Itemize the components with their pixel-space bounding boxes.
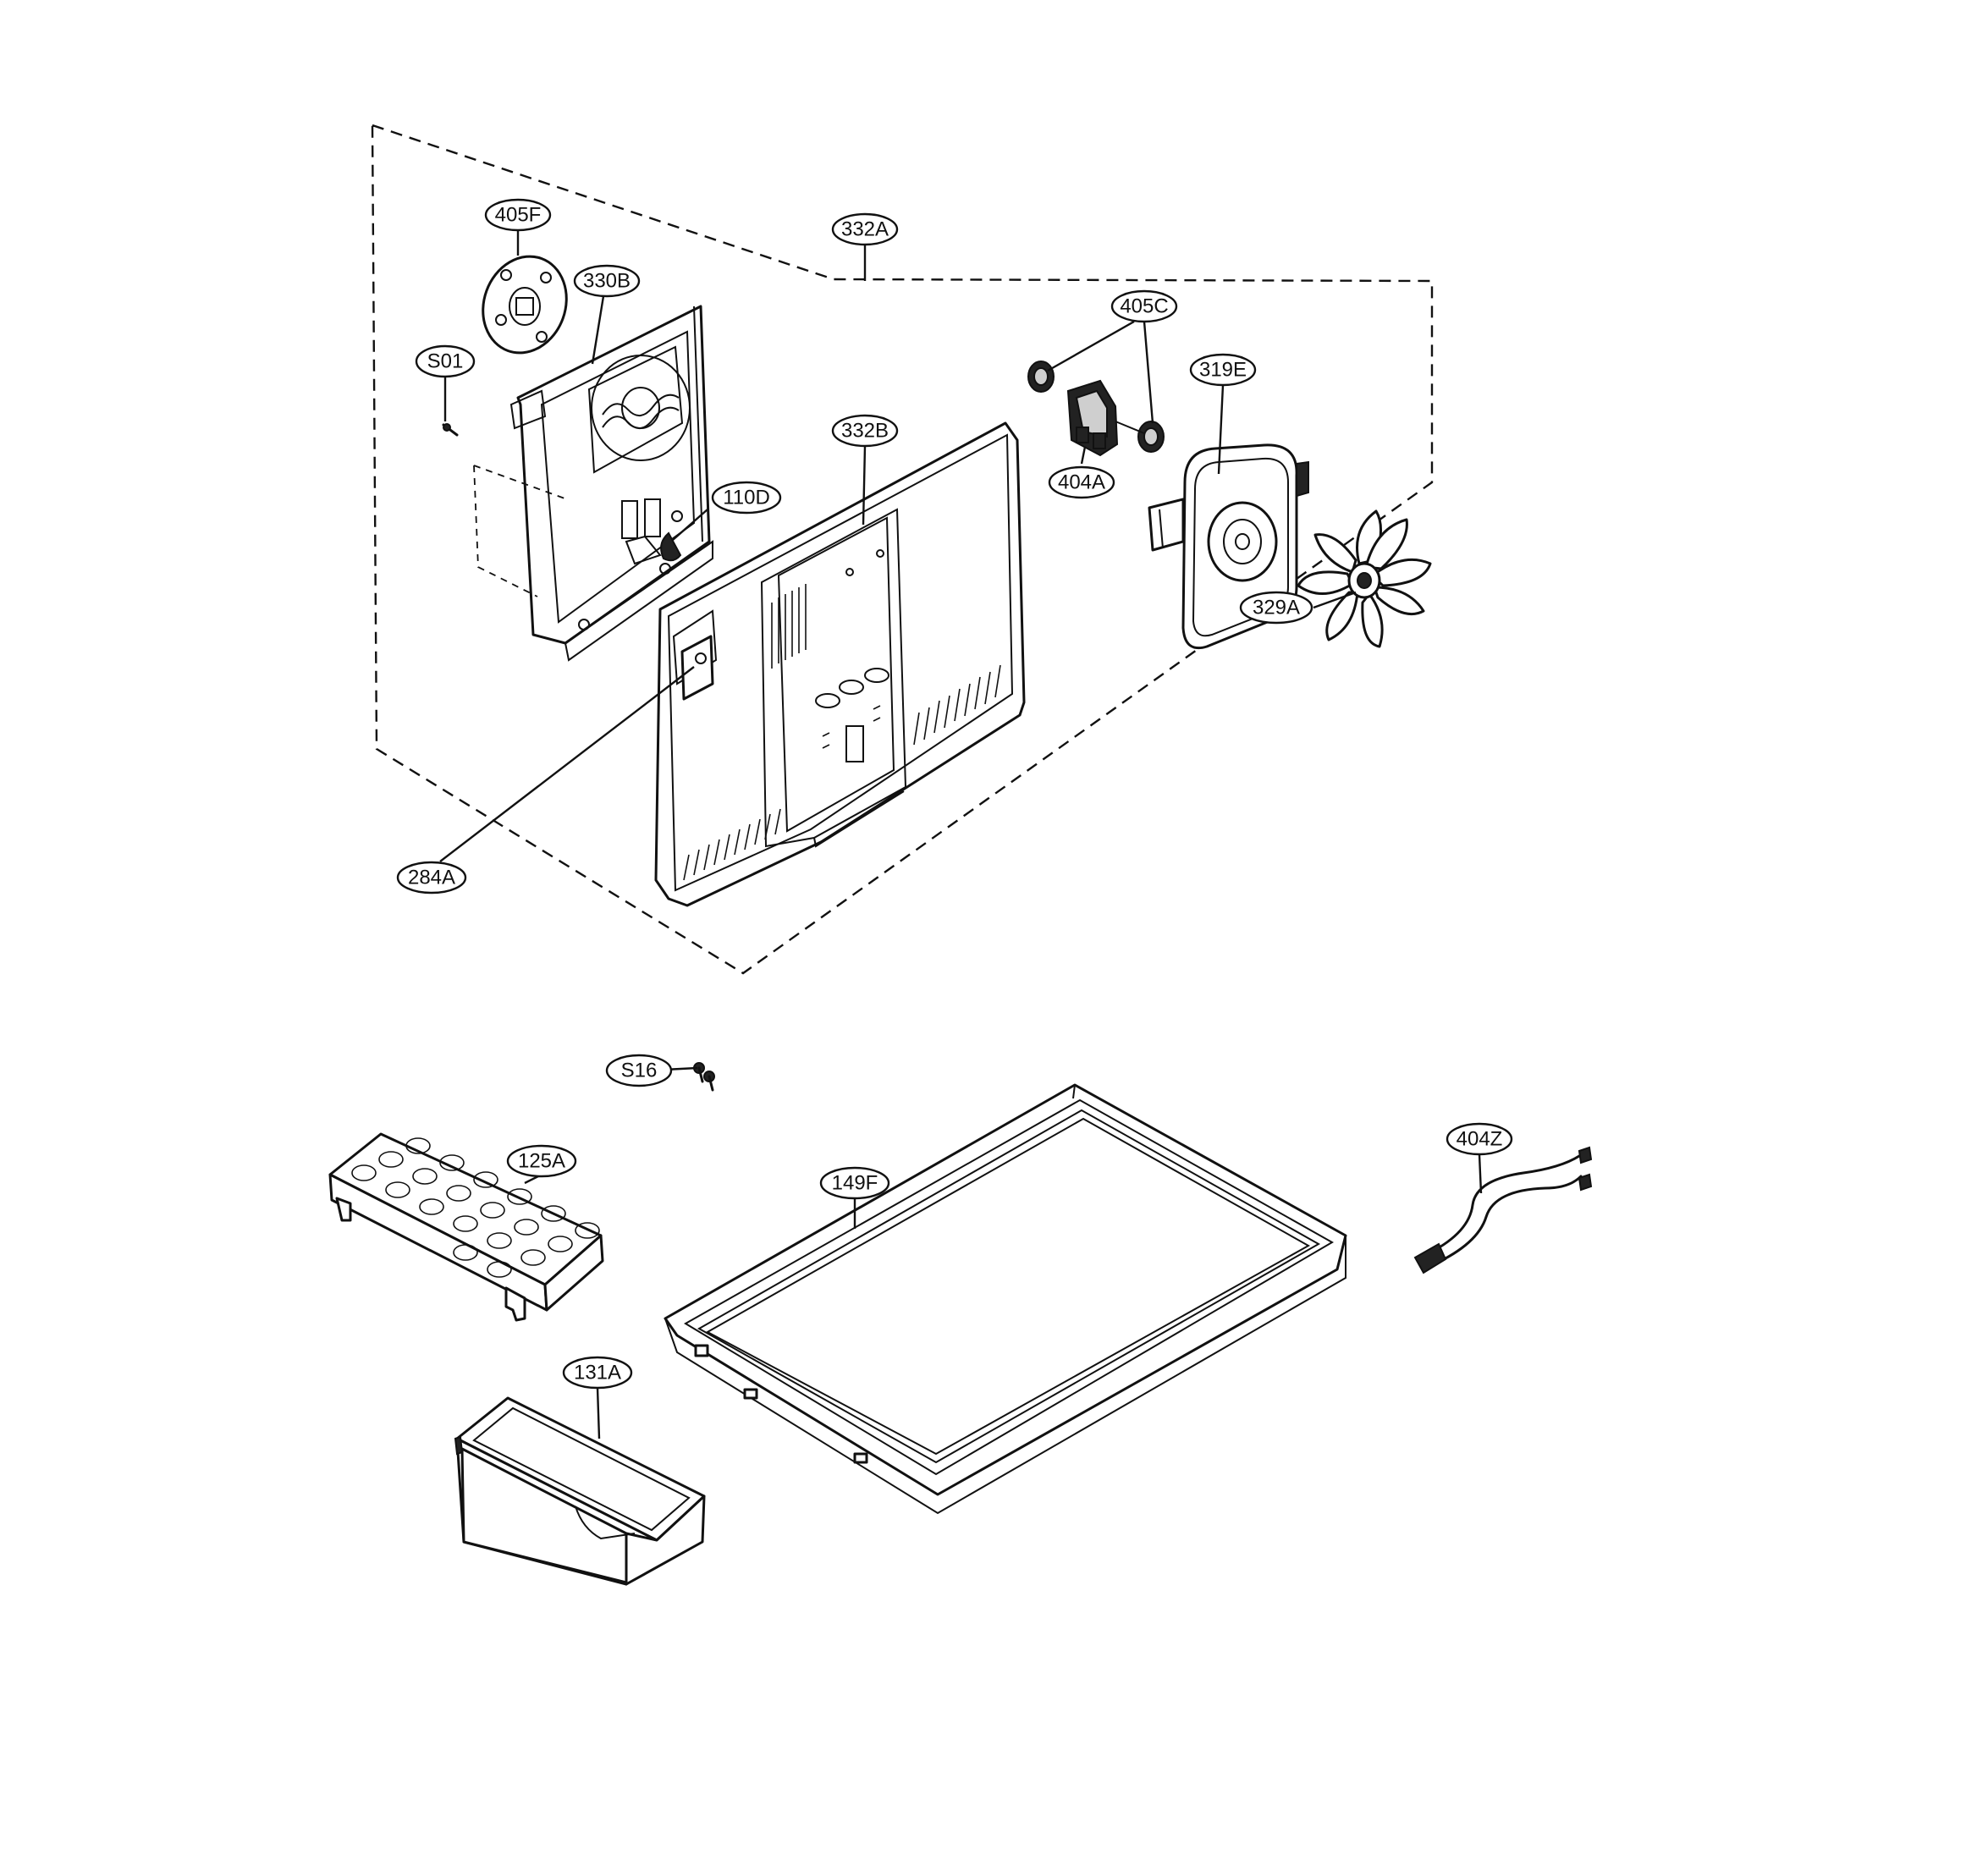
s01-projection-lines	[473, 465, 568, 597]
part-404A-motor[interactable]	[1066, 379, 1145, 457]
callout-131A-label: 131A	[574, 1362, 621, 1384]
callout-332B[interactable]: 332B	[831, 414, 899, 448]
callout-S16-label: S16	[621, 1060, 658, 1082]
part-S16-screws[interactable]	[693, 1062, 715, 1092]
part-405C-bushing-right[interactable]	[1137, 421, 1165, 453]
callout-S01[interactable]: S01	[415, 344, 476, 378]
callout-110D-label: 110D	[723, 487, 770, 509]
callout-332A-label: 332A	[841, 218, 889, 241]
callout-332B-label: 332B	[841, 420, 889, 443]
callout-284A[interactable]: 284A	[396, 861, 467, 894]
callout-404A-label: 404A	[1058, 471, 1105, 494]
callout-284A-label: 284A	[408, 867, 455, 889]
callout-404Z-label: 404Z	[1457, 1128, 1503, 1151]
part-125A-ice-tray[interactable]	[328, 1132, 604, 1322]
part-332B-dispenser-panel[interactable]	[654, 421, 1026, 907]
callout-404A[interactable]: 404A	[1048, 465, 1115, 499]
callout-125A[interactable]: 125A	[506, 1144, 577, 1178]
callout-125A-label: 125A	[518, 1150, 565, 1173]
part-405C-bushing-left[interactable]	[1027, 361, 1055, 393]
callout-332A[interactable]: 332A	[831, 212, 899, 246]
ice-tray-cells	[351, 1137, 600, 1278]
callout-405F[interactable]: 405F	[484, 198, 552, 232]
callout-149F-label: 149F	[832, 1172, 878, 1195]
part-S01-screw[interactable]	[442, 423, 459, 437]
part-330B-motor-plate[interactable]	[509, 305, 713, 662]
callout-330B-label: 330B	[583, 270, 631, 293]
part-284A-cover[interactable]	[680, 635, 714, 701]
callout-319E-label: 319E	[1199, 359, 1247, 382]
callout-404Z[interactable]: 404Z	[1446, 1122, 1513, 1156]
callout-329A-label: 329A	[1253, 597, 1300, 619]
callout-110D[interactable]: 110D	[711, 481, 782, 515]
callout-131A[interactable]: 131A	[562, 1356, 633, 1390]
callout-S01-label: S01	[427, 350, 464, 373]
callout-149F[interactable]: 149F	[819, 1166, 890, 1200]
part-404Z-wire-harness[interactable]	[1413, 1146, 1593, 1274]
part-149F-glass-shelf[interactable]	[664, 1083, 1347, 1515]
assembly-boundary	[371, 124, 1434, 975]
part-329A-fan-blade[interactable]	[1297, 509, 1432, 648]
part-405F-gear-disc[interactable]	[470, 245, 580, 365]
callout-405C-label: 405C	[1120, 295, 1168, 318]
callout-329A[interactable]: 329A	[1239, 591, 1313, 625]
callout-319E[interactable]: 319E	[1189, 353, 1257, 387]
callout-330B[interactable]: 330B	[573, 264, 641, 298]
callout-405C[interactable]: 405C	[1110, 289, 1178, 323]
part-131A-ice-bin[interactable]	[454, 1396, 706, 1586]
part-110D-knob[interactable]	[660, 531, 682, 562]
callout-S16[interactable]: S16	[605, 1054, 673, 1087]
callout-405F-label: 405F	[495, 204, 542, 227]
